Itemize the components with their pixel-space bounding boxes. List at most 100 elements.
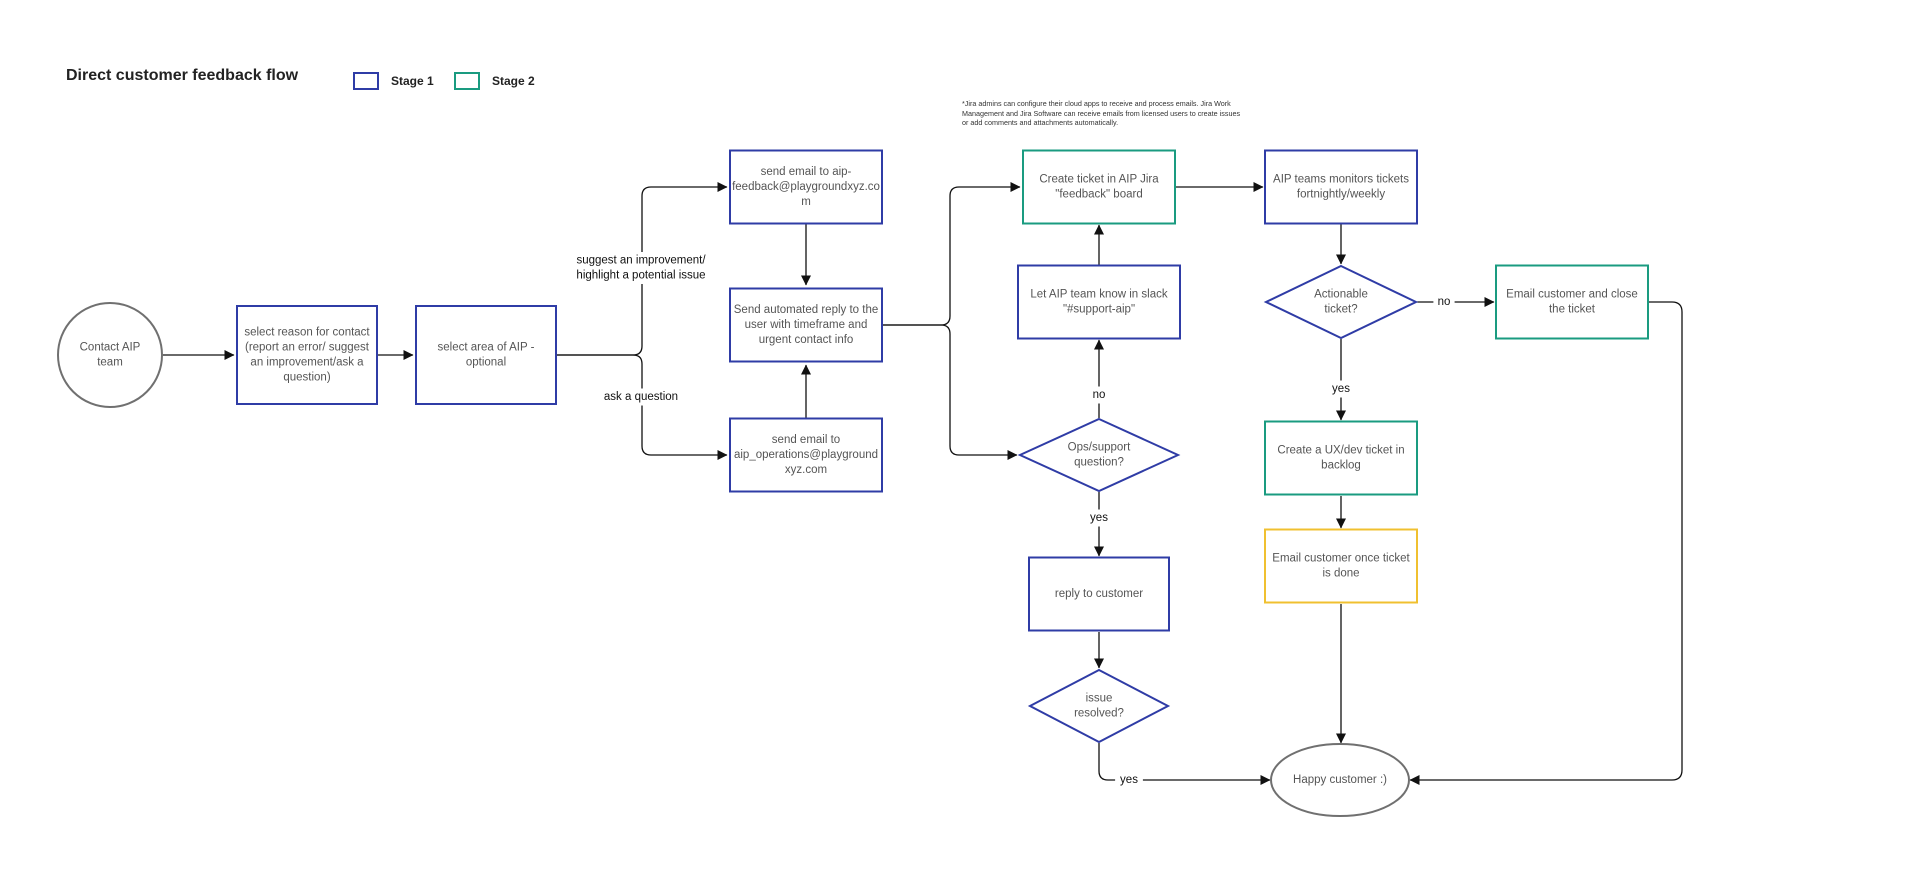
node-shape-rect [1264, 420, 1418, 496]
node-ux-ticket: Create a UX/dev ticket in backlog [1264, 420, 1418, 496]
node-label: Email customer and close the ticket [1506, 289, 1638, 316]
node-label-line: an improvement/ask a [250, 357, 364, 369]
node-label-line: Contact AIP [80, 342, 141, 354]
node-resolved: issue resolved? [1027, 668, 1171, 744]
node-shape-diamond [1027, 668, 1171, 744]
node-label-line: select reason for contact [244, 327, 370, 339]
node-label: reply to customer [1055, 588, 1143, 600]
node-shape-rect [1264, 149, 1418, 225]
node-label-line: aip_operations@playground [734, 449, 878, 461]
node-label: Send automated reply to the user with tim… [734, 304, 879, 346]
node-shape-diamond [1263, 264, 1419, 340]
node-label-line: xyz.com [785, 464, 827, 476]
node-label-line: team [97, 357, 123, 369]
node-label-line: Create a UX/dev ticket in [1277, 445, 1404, 457]
edge-label-resolved-to-happy: yes [1120, 774, 1138, 786]
node-label-line: "feedback" board [1055, 189, 1142, 201]
node-shape-rect [729, 287, 883, 363]
legend-swatch-stage-2 [454, 72, 480, 90]
node-shape-rect [1264, 528, 1418, 604]
edge-label-background [547, 252, 735, 284]
node-label-line: the ticket [1549, 304, 1596, 316]
edge-label-background [1327, 380, 1355, 398]
node-label-line: question) [283, 372, 330, 384]
edge-auto-reply-to-ops-question [883, 324, 1018, 460]
node-label-line: ticket? [1324, 304, 1357, 316]
edge-label-actionable-to-email-close: no [1438, 296, 1451, 308]
edge-label-background [1433, 293, 1455, 311]
node-label-line: resolved? [1074, 708, 1124, 720]
edge-label-area-to-email-feedback: suggest an improvement/highlight a poten… [576, 255, 706, 282]
edge-resolved-to-happy [1098, 743, 1271, 785]
node-label-line: Create ticket in AIP Jira [1039, 174, 1159, 186]
edge-label-line: ask a question [604, 391, 678, 403]
node-label-line: backlog [1321, 460, 1361, 472]
node-label: send email to aip-feedback@playgroundxyz… [732, 166, 880, 208]
edge-label-line: yes [1332, 383, 1350, 395]
node-shape-circle [57, 302, 163, 408]
node-label-line: Let AIP team know in slack [1030, 289, 1167, 301]
node-shape-rect [1022, 149, 1176, 225]
node-label-line: "#support-aip" [1063, 304, 1135, 316]
node-label-line: issue [1086, 693, 1113, 705]
node-shape-rect [729, 417, 883, 493]
node-shape-rect [1495, 264, 1649, 340]
node-label: AIP teams monitors tickets fortnightly/we… [1273, 174, 1409, 201]
node-contact: Contact AIP team [57, 302, 163, 408]
node-label-line: Ops/support [1068, 442, 1131, 454]
edge-label-ops-question-to-reply: yes [1090, 512, 1108, 524]
node-label-line: m [801, 196, 811, 208]
node-label: Happy customer :) [1293, 774, 1387, 786]
edge-label-ops-question-to-slack: no [1093, 389, 1106, 401]
node-email-feedback: send email to aip-feedback@playgroundxyz… [729, 149, 883, 225]
edge-auto-reply-to-create-ticket [883, 182, 1021, 326]
node-area: select area of AIP -optional [415, 305, 557, 405]
node-auto-reply: Send automated reply to the user with tim… [729, 287, 883, 363]
node-label-line: user with timeframe and [745, 319, 868, 331]
node-label-line: fortnightly/weekly [1297, 189, 1385, 201]
node-label-line: Email customer once ticket [1272, 553, 1410, 565]
node-label-line: optional [466, 357, 506, 369]
node-email-close: Email customer and close the ticket [1495, 264, 1649, 340]
legend-label-stage-1: Stage 1 [391, 74, 434, 88]
node-label: Create a UX/dev ticket in backlog [1277, 445, 1404, 472]
node-shape-rect [236, 305, 378, 405]
node-label-line: send email to aip- [761, 166, 852, 178]
edge-email-close-to-happy [1409, 301, 1683, 785]
node-label-line: Email customer and close [1506, 289, 1638, 301]
node-label-line: urgent contact info [759, 334, 854, 346]
node-monitors: AIP teams monitors tickets fortnightly/we… [1264, 149, 1418, 225]
node-slack: Let AIP team know in slack "#support-aip" [1017, 264, 1181, 340]
edge-label-background [590, 388, 692, 406]
node-label-line: send email to [772, 434, 840, 446]
node-shape-rect [415, 305, 557, 405]
node-label-line: Send automated reply to the [734, 304, 879, 316]
edge-label-line: yes [1090, 512, 1108, 524]
legend-item-stage-1: Stage 1 [353, 71, 434, 91]
diagram-title: Direct customer feedback flow [66, 67, 299, 84]
node-label: issue resolved? [1074, 693, 1124, 720]
node-happy: Happy customer :) [1270, 743, 1410, 817]
node-label-line: AIP teams monitors tickets [1273, 174, 1409, 186]
edge-label-line: no [1093, 389, 1106, 401]
edge-label-line: no [1438, 296, 1451, 308]
edge-label-actionable-to-ux-ticket: yes [1332, 383, 1350, 395]
edge-label-background [1088, 386, 1110, 404]
node-shape-rect [729, 149, 883, 225]
node-reply: reply to customer [1028, 556, 1170, 632]
edge-label-line: yes [1120, 774, 1138, 786]
legend-item-stage-2: Stage 2 [454, 71, 535, 91]
node-label-line: Happy customer :) [1293, 774, 1387, 786]
node-label: Create ticket in AIP Jira "feedback" boar… [1039, 174, 1159, 201]
edge-label-line: highlight a potential issue [576, 270, 705, 282]
node-label-line: reply to customer [1055, 588, 1143, 600]
node-label-line: (report an error/ suggest [245, 342, 370, 354]
